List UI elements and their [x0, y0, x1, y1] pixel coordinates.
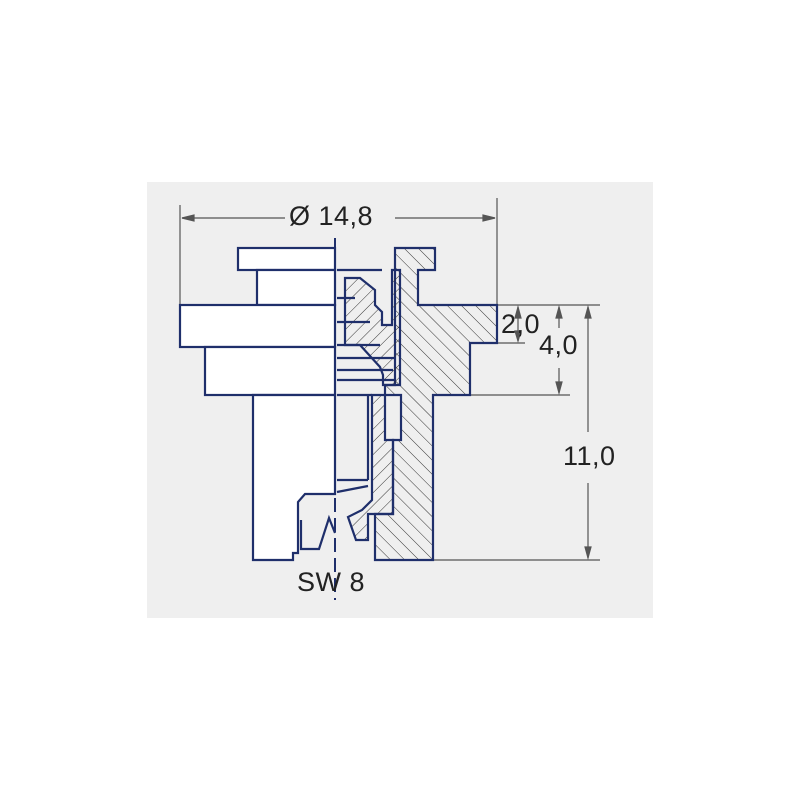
tip-insert-section [346, 393, 395, 542]
arrow-up-icon [584, 304, 592, 319]
flange-step [203, 345, 337, 397]
arrow-up-icon [514, 304, 522, 319]
upper-ring [255, 268, 337, 307]
arrow-left-icon [181, 214, 195, 222]
arrow-down-icon [555, 381, 563, 396]
nozzle-outline [178, 246, 395, 562]
arrow-right-icon [482, 214, 496, 222]
arrow-up-icon [555, 304, 563, 319]
top-cap [236, 246, 337, 272]
arrow-down-icon [584, 546, 592, 561]
upper-height-label: 4,0 [539, 330, 579, 360]
arrow-down-icon [514, 330, 522, 344]
inner-insert-section [343, 268, 402, 387]
flange-thickness-label: 2,0 [501, 309, 541, 339]
total-height-label: 11,0 [563, 441, 616, 471]
dimension-lines [179, 198, 600, 561]
outer-shell-section [373, 246, 499, 562]
hatched-sections [343, 246, 499, 562]
wrench-size-label: SW 8 [297, 567, 366, 597]
flange-wide [178, 303, 337, 349]
diameter-label: Ø 14,8 [289, 201, 374, 231]
hex-tip [299, 514, 337, 551]
